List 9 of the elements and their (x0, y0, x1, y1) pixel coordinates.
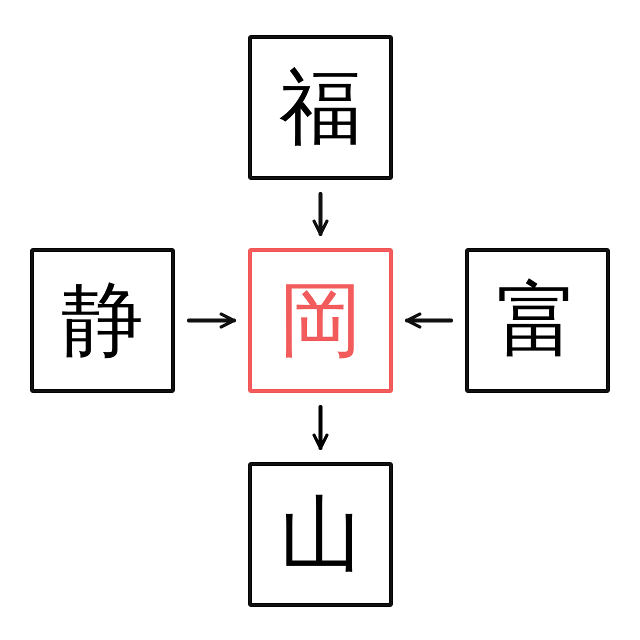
character-box: 静 (30, 248, 175, 393)
arrow (312, 405, 328, 450)
character-box: 富 (465, 248, 610, 393)
arrow (405, 312, 453, 328)
arrow (312, 192, 328, 236)
character-box: 岡 (248, 248, 393, 393)
arrow (187, 312, 236, 328)
character-box: 福 (248, 35, 393, 180)
character-box: 山 (248, 462, 393, 607)
